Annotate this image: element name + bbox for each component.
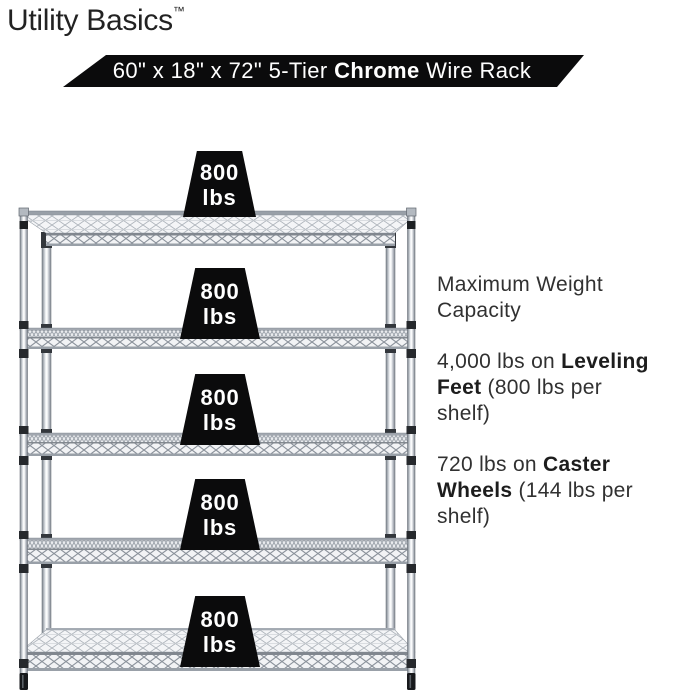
- weight-badge-unit: lbs: [202, 185, 237, 210]
- banner-text: 60" x 18" x 72" 5-Tier Chrome Wire Rack: [113, 58, 531, 83]
- title-banner: 60" x 18" x 72" 5-Tier Chrome Wire Rack: [63, 55, 584, 87]
- weight-badge-value: 800: [199, 160, 240, 185]
- trademark-symbol: ™: [172, 4, 185, 18]
- weight-badge-unit: lbs: [202, 410, 238, 435]
- text-run: Maximum Weight: [437, 273, 604, 296]
- rack-outer-posts: [18, 207, 417, 690]
- weight-badge-value: 800: [200, 490, 240, 515]
- text-run: (144 lbs per: [512, 479, 633, 502]
- text-run: 720 lbs on: [437, 453, 544, 476]
- brand-logo: Utility Basics™: [7, 2, 185, 40]
- text-run: 60" x 18" x 72" 5-Tier: [112, 58, 335, 83]
- brand-name: Utility Basics: [7, 4, 173, 37]
- bold-text-run: Feet: [437, 376, 482, 399]
- text-run: 4,000 lbs on: [437, 350, 562, 373]
- weight-badge-unit: lbs: [202, 632, 238, 657]
- bold-text-run: Leveling: [561, 350, 649, 373]
- text-run: Capacity: [437, 299, 522, 322]
- text-run: Wire Rack: [419, 58, 532, 83]
- weight-badge-unit: lbs: [202, 515, 238, 540]
- weight-badge-value: 800: [200, 279, 240, 304]
- weight-badge-unit: lbs: [202, 304, 238, 329]
- text-run: shelf): [437, 402, 491, 425]
- text-run: (800 lbs per: [481, 376, 603, 399]
- weight-badge-value: 800: [200, 607, 240, 632]
- bold-text-run: Chrome: [334, 58, 420, 83]
- bold-text-run: Caster: [543, 453, 611, 476]
- weight-badge-value: 800: [200, 385, 240, 410]
- bold-text-run: Wheels: [437, 479, 513, 502]
- text-run: shelf): [437, 505, 491, 528]
